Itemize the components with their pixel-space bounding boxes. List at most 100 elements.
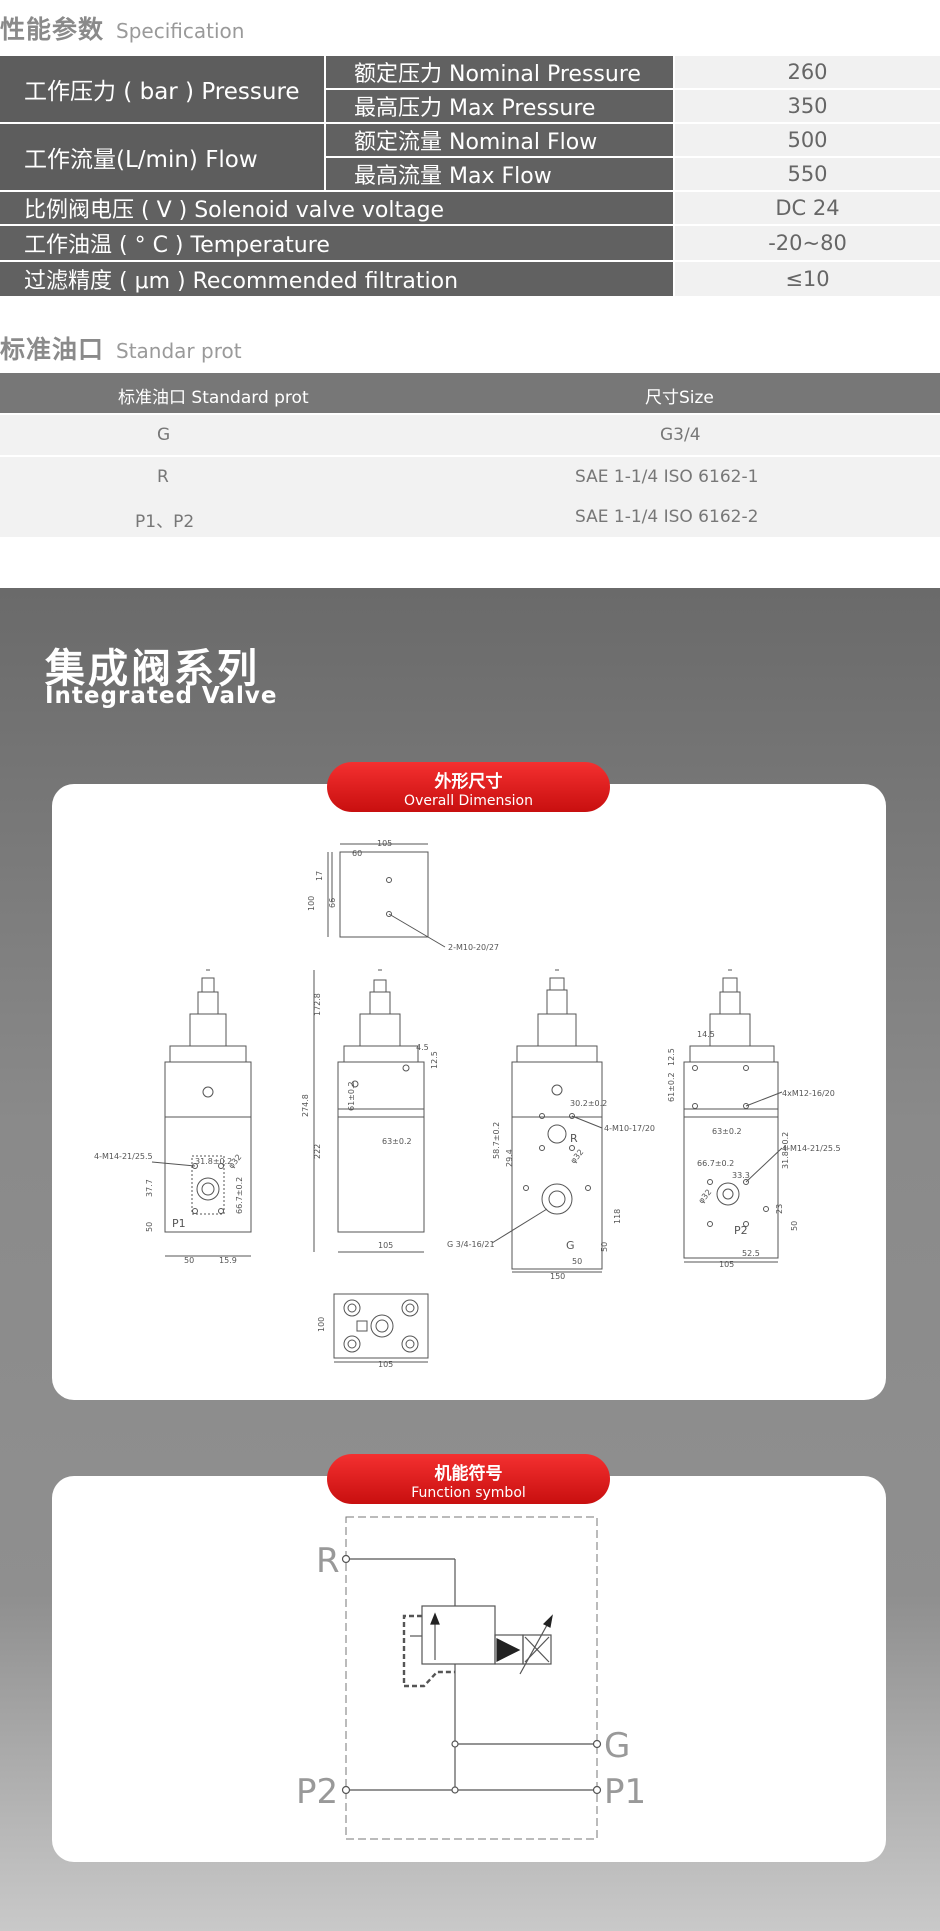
table-row: P1、P2 SAE 1-1/4 ISO 6162-2	[0, 497, 940, 537]
spec-value: 260	[675, 56, 940, 88]
dim-label: 37.7	[145, 1179, 154, 1197]
dim-label: 14.5	[697, 1030, 715, 1039]
dim-label: 66.7±0.2	[697, 1159, 734, 1168]
product-title-en: Integrated Valve	[45, 683, 278, 709]
dim-label: 150	[550, 1272, 565, 1281]
dim-label: 33.3	[732, 1171, 750, 1180]
table-row: G G3/4	[0, 415, 940, 455]
dim-callout: 4-M14-21/25.5	[782, 1144, 841, 1153]
symbol-port-p2: P2	[296, 1772, 338, 1812]
dim-label: 58.7±0.2	[492, 1122, 501, 1159]
function-badge: 机能符号 Function symbol	[327, 1454, 610, 1504]
dim-label: 61±0.2	[347, 1081, 356, 1111]
dim-label: 63±0.2	[382, 1137, 412, 1146]
spec-value: 550	[675, 158, 940, 190]
col-port-header: 标准油口 Standard prot	[118, 388, 309, 408]
dim-label: 105	[719, 1260, 734, 1269]
dim-label: φ32	[697, 1188, 714, 1206]
spec-value: DC 24	[675, 192, 940, 224]
symbol-port-r: R	[316, 1541, 340, 1581]
dimension-badge: 外形尺寸 Overall Dimension	[327, 762, 610, 812]
symbol-port-p1: P1	[604, 1772, 646, 1812]
dim-label: 31.8±0.2	[781, 1132, 790, 1169]
dimension-badge-zh: 外形尺寸	[434, 772, 503, 792]
dim-label: 4.5	[416, 1043, 429, 1052]
dim-callout: G 3/4-16/21	[447, 1240, 495, 1249]
dim-label: 50	[145, 1222, 154, 1232]
port-title-en: Standar prot	[116, 339, 242, 363]
product-section: 集成阀系列 Integrated Valve 105 60 17 66 100 …	[0, 588, 940, 1931]
dim-label: 60	[352, 849, 362, 858]
dim-label: 50	[600, 1242, 609, 1252]
flow-group-label: 工作流量(L/min) Flow	[0, 124, 324, 190]
port-cell: R	[157, 467, 169, 487]
dimension-drawing: 105 60 17 66 100 2-M10-20/27 172.8 274.8…	[94, 839, 841, 1369]
size-cell: G3/4	[660, 425, 701, 445]
dim-label: 29.4	[505, 1149, 514, 1167]
dim-label: 30.2±0.2	[570, 1099, 607, 1108]
spec-label: 额定流量 Nominal Flow	[326, 124, 673, 156]
port-label: P2	[734, 1224, 748, 1237]
dimension-card: 105 60 17 66 100 2-M10-20/27 172.8 274.8…	[52, 784, 886, 1400]
spec-label: 额定压力 Nominal Pressure	[326, 56, 673, 88]
dim-callout: 4-M10-17/20	[604, 1124, 655, 1133]
spec-title-zh: 性能参数	[0, 15, 105, 44]
spec-value: 500	[675, 124, 940, 156]
function-symbol-diagram: R G P2 P1	[296, 1516, 646, 1840]
dim-label: 274.8	[301, 1094, 310, 1117]
spec-title-en: Specification	[116, 19, 245, 43]
dimension-badge-en: Overall Dimension	[404, 793, 533, 809]
dim-label: 63±0.2	[712, 1127, 742, 1136]
table-row: R SAE 1-1/4 ISO 6162-1	[0, 457, 940, 497]
port-label: P1	[172, 1217, 186, 1230]
function-badge-en: Function symbol	[411, 1485, 526, 1501]
port-cell: P1、P2	[135, 512, 195, 532]
dim-label: 66.7±0.2	[235, 1177, 244, 1214]
spec-label: 工作油温 ( ° C ) Temperature	[0, 226, 673, 260]
dim-label: 52.5	[742, 1249, 760, 1258]
dim-callout: 4xM12-16/20	[782, 1089, 835, 1098]
spec-value: -20~80	[675, 226, 940, 260]
spec-section-header: 性能参数 Specification	[0, 10, 244, 46]
port-label: G	[566, 1239, 575, 1252]
dim-label: 66	[328, 898, 337, 908]
port-table-header: 标准油口 Standard prot 尺寸Size	[0, 373, 940, 413]
port-section-header: 标准油口 Standar prot	[0, 330, 242, 366]
spec-label: 比例阀电压 ( V ) Solenoid valve voltage	[0, 192, 673, 224]
dim-label: 15.9	[219, 1256, 237, 1265]
size-cell: SAE 1-1/4 ISO 6162-2	[575, 507, 759, 527]
pressure-group-label: 工作压力 ( bar ) Pressure	[0, 56, 324, 122]
dim-label: 17	[315, 871, 324, 881]
spec-value: 350	[675, 90, 940, 122]
spec-value: ≤10	[675, 262, 940, 296]
dim-callout: 4-M14-21/25.5	[94, 1152, 153, 1161]
dim-label: φ32	[227, 1153, 244, 1171]
dim-label: 222	[313, 1144, 322, 1159]
dim-label: 61±0.2	[667, 1072, 676, 1102]
product-title-zh: 集成阀系列	[45, 646, 260, 692]
port-title-zh: 标准油口	[0, 335, 105, 364]
spec-label: 最高流量 Max Flow	[326, 158, 673, 190]
symbol-port-g: G	[604, 1726, 630, 1766]
col-size-header: 尺寸Size	[645, 388, 714, 408]
dim-label: 118	[613, 1209, 622, 1224]
dim-label: 12.5	[430, 1051, 439, 1069]
dim-label: 23	[775, 1204, 784, 1214]
dim-label: 105	[378, 1241, 393, 1250]
dim-label: 12.5	[667, 1048, 676, 1066]
dim-label: 172.8	[313, 993, 322, 1016]
dim-callout: 2-M10-20/27	[448, 943, 499, 952]
port-label: R	[570, 1132, 578, 1145]
dim-label: 50	[790, 1221, 799, 1231]
dim-label: 31.8±0.2	[195, 1157, 232, 1166]
dim-label: 100	[307, 896, 316, 911]
dim-label: 100	[317, 1317, 326, 1332]
dim-label: 50	[572, 1257, 582, 1266]
spec-label: 过滤精度 ( μm ) Recommended filtration	[0, 262, 673, 296]
function-badge-zh: 机能符号	[434, 1464, 503, 1484]
spec-label: 最高压力 Max Pressure	[326, 90, 673, 122]
dim-label: 50	[184, 1256, 194, 1265]
function-card: R G P2 P1	[52, 1476, 886, 1862]
port-cell: G	[157, 425, 171, 445]
dim-label: 105	[378, 1360, 393, 1369]
